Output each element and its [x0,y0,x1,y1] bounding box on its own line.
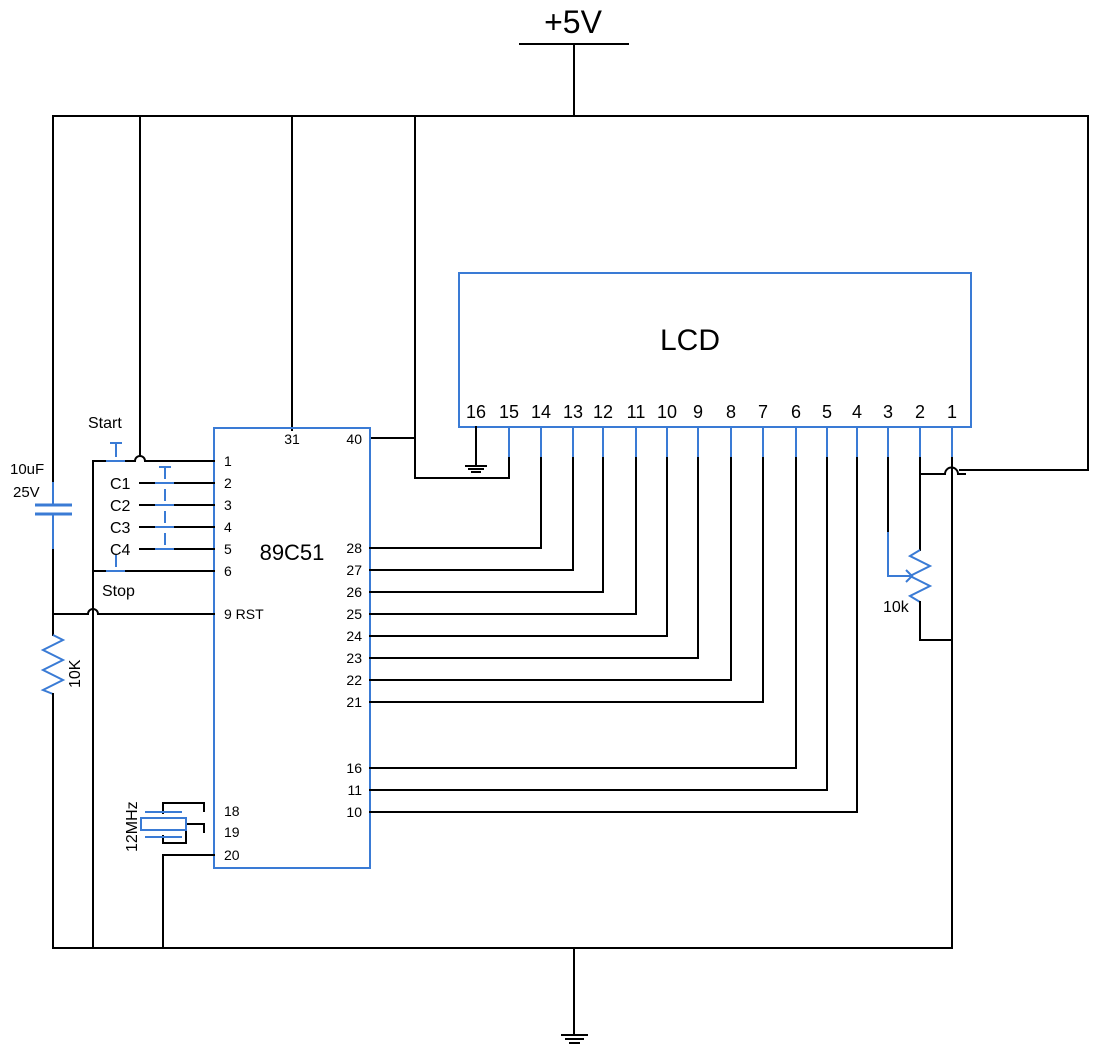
lcd-power-wiring [414,426,510,479]
lcd-pin-label: 9 [693,402,703,422]
bus-wire [369,457,828,791]
capacitor-voltage: 25V [13,484,40,501]
mcu-pin-label: 25 [346,606,362,622]
lcd-pin-label: 13 [563,402,583,422]
lcd-pin-label: 8 [726,402,736,422]
supply-5v: +5V [519,4,629,117]
pot-wiper [887,532,912,577]
mcu-pin-label: 4 [224,519,232,535]
mcu-pin-label: 21 [346,694,362,710]
vcc-rail [52,115,1089,483]
mcu-pin-label: 26 [346,584,362,600]
lcd-label: LCD [660,324,720,357]
lcd-pin-label: 5 [822,402,832,422]
mcu-pin-label: 1 [224,453,232,469]
reset-network: 10K [40,608,215,949]
contrast-network: 10k [883,457,966,641]
start-label: Start [88,415,122,432]
ground-rail [52,479,953,1044]
mcu-pin-label: 10 [346,804,362,820]
mcu-pin-31: 31 [284,431,300,447]
bus-wire [369,457,764,703]
crystal-body [140,817,187,831]
mcu-pin-label: 5 [224,541,232,557]
mcu-pin-label: 20 [224,847,240,863]
lcd-pin-label: 10 [657,402,677,422]
column-label: C1 [110,476,131,493]
mcu-pin-label: 22 [346,672,362,688]
lcd-body [458,272,972,428]
mcu-pin-label: 28 [346,540,362,556]
bus-wire [369,457,637,615]
lcd-pin-label: 2 [915,402,925,422]
capacitor: 10uF 25V [10,461,72,636]
capacitor-value: 10uF [10,461,44,478]
lcd-pin-label: 12 [593,402,613,422]
mcu-pin-label: 3 [224,497,232,513]
supply-label: +5V [544,4,602,40]
mcu-pin-label: 19 [224,824,240,840]
crystal-value: 12MHz [124,801,141,852]
reset-resistor [40,634,66,695]
mcu-pin-label: 27 [346,562,362,578]
column-label: C2 [110,498,131,515]
mcu-pin-label: 2 [224,475,232,491]
mcu-pin-40: 40 [346,431,362,447]
data-bus [369,457,858,813]
bus-wire [369,457,668,637]
potentiometer [907,549,933,603]
lcd-pin-label: 11 [627,402,646,422]
mcu-pin-label: 11 [347,782,362,798]
bus-wire [369,457,604,593]
column-label: C4 [110,542,131,559]
lcd-pin-label: 15 [499,402,519,422]
lcd-pin-label: 7 [758,402,768,422]
lcd-pin-label: 6 [791,402,801,422]
mcu-pin-label: 18 [224,803,240,819]
lcd-pin-label: 3 [883,402,893,422]
lcd-pin-label: 14 [531,402,551,422]
mcu-pin-label: 9 RST [224,606,264,622]
bus-wire [369,457,858,813]
mcu-pin-label: 24 [346,628,362,644]
mcu-pin-label: 23 [346,650,362,666]
mcu-label: 89C51 [260,540,325,565]
pot-value: 10k [883,599,910,616]
lcd-pin-label: 4 [852,402,862,422]
bus-wire [369,457,542,549]
crystal: 12MHz [124,801,215,949]
bus-wire [369,457,574,571]
reset-resistor-value: 10K [67,659,84,688]
mcu-body [213,427,371,869]
column-label: C3 [110,520,131,537]
bus-wire [369,457,699,659]
stop-label: Stop [102,583,135,600]
bus-wire [369,457,797,769]
mcu-pin-label: 16 [346,760,362,776]
lcd-pin-label: 16 [466,402,486,422]
bus-wire [369,457,732,681]
lcd-pin-label: 1 [947,402,957,422]
mcu-pin-label: 6 [224,563,232,579]
